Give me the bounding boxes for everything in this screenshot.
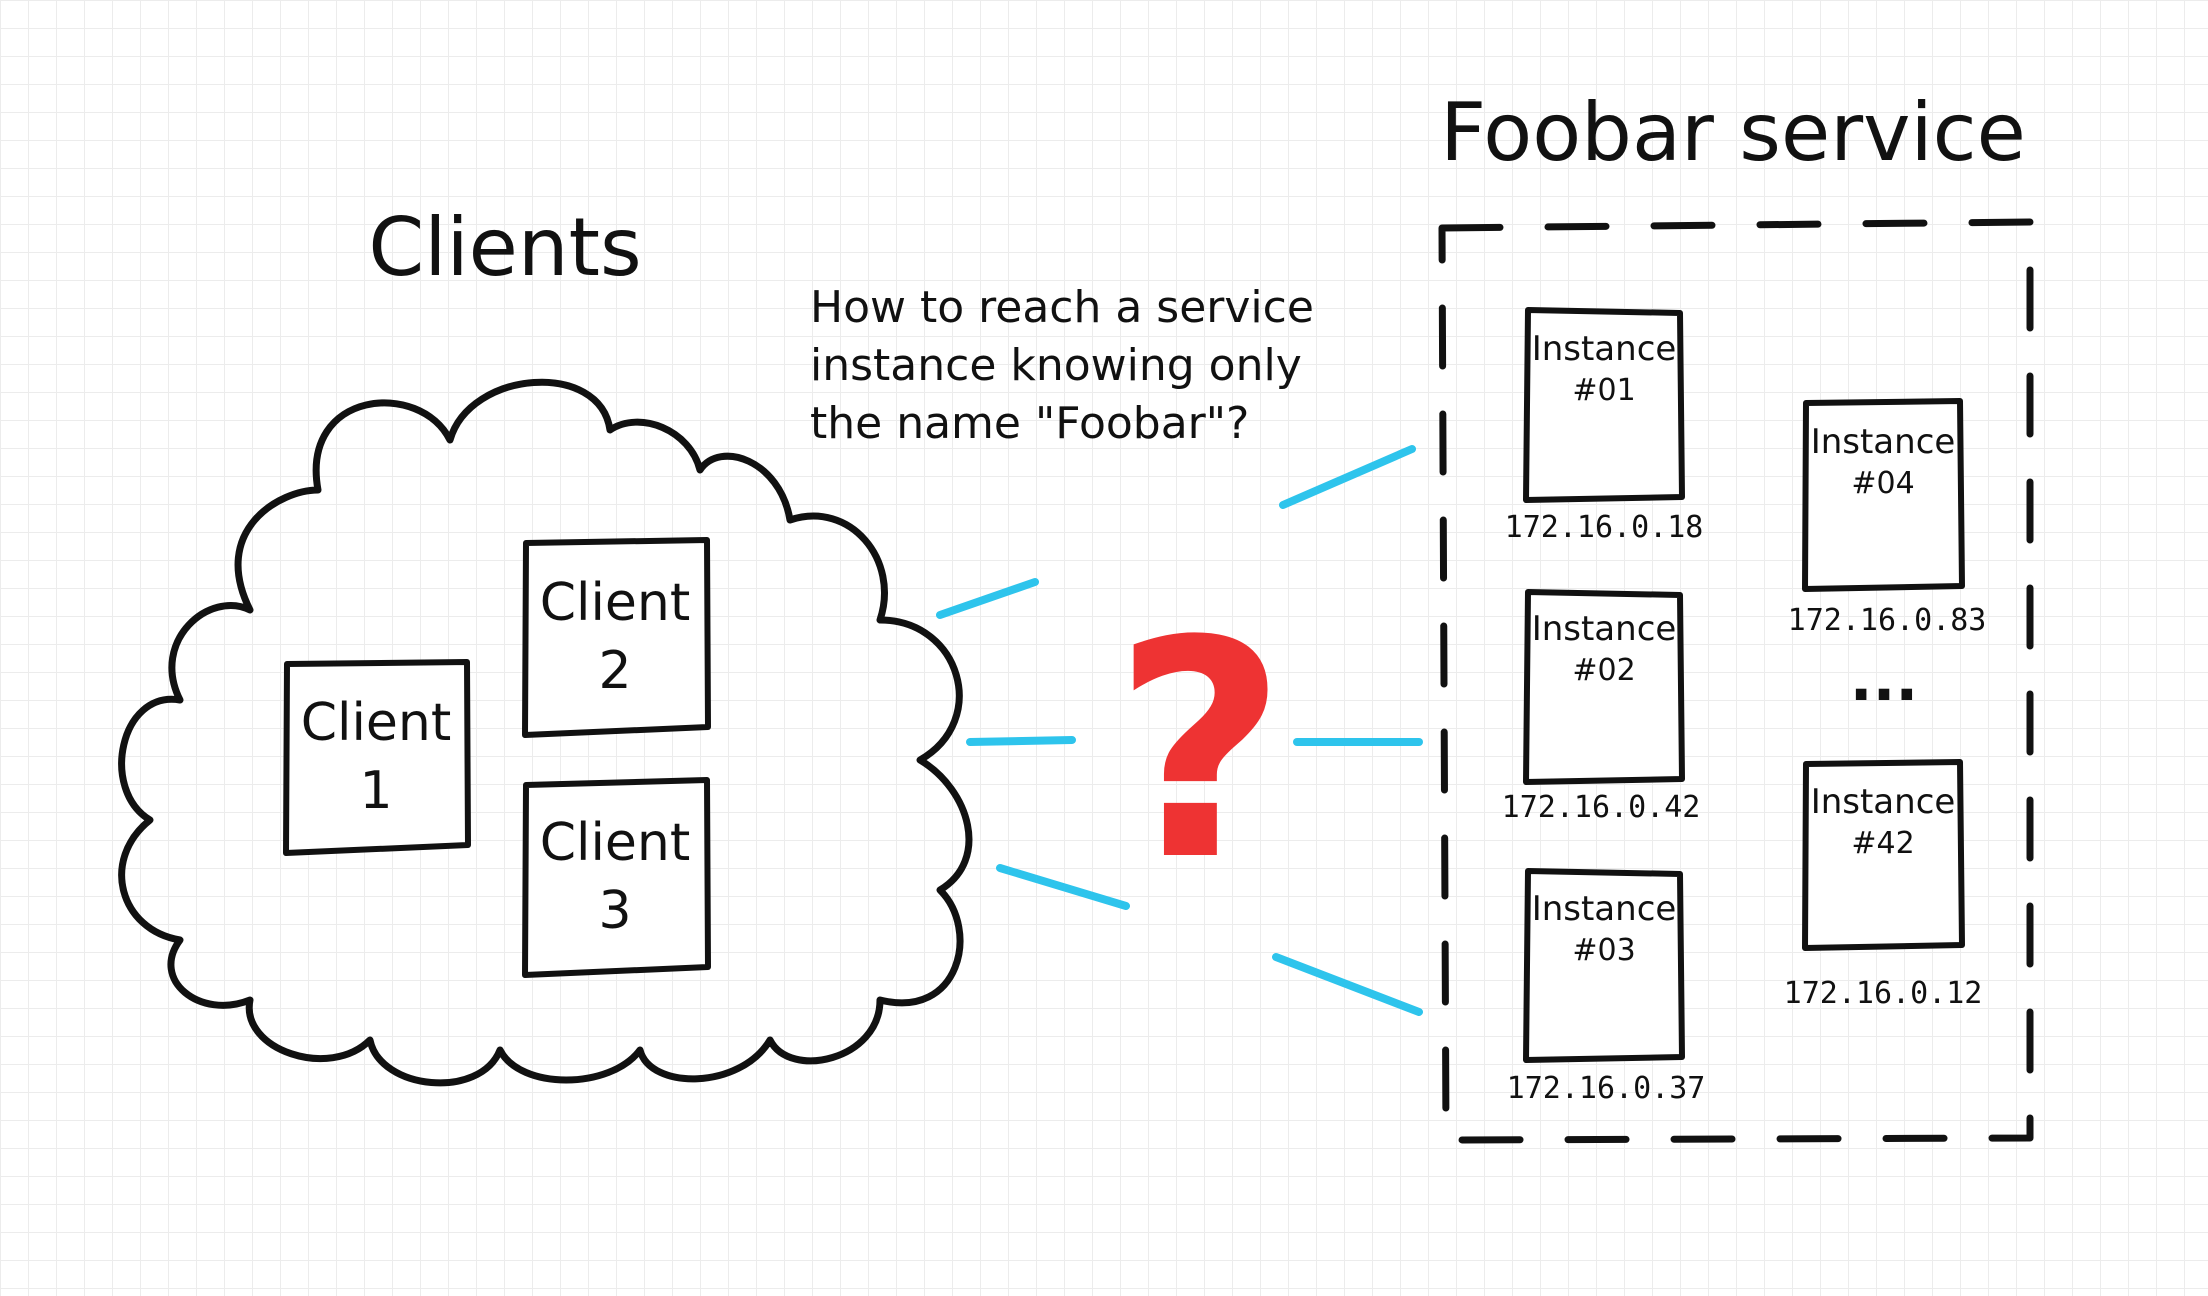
question-line-3: the name "Foobar"? — [810, 398, 1249, 449]
client-1-number: 1 — [359, 761, 392, 821]
client-2-label: Client — [540, 573, 691, 633]
connector-lines — [936, 445, 1423, 1016]
instance-42-box: Instance #42 172.16.0.12 — [1784, 759, 1983, 1011]
instance-04-label: Instance — [1811, 422, 1956, 462]
more-instances-ellipsis: ... — [1850, 645, 1918, 715]
service-boundary — [1438, 218, 2034, 1144]
instance-42-label: Instance — [1811, 782, 1956, 822]
instance-04-box: Instance #04 172.16.0.83 — [1788, 398, 1987, 638]
instance-02-label: Instance — [1532, 609, 1677, 649]
question-line-2: instance knowing only — [810, 340, 1302, 391]
clients-cloud — [118, 378, 973, 1087]
instance-42-ip: 172.16.0.12 — [1784, 976, 1983, 1011]
instance-01-number: #01 — [1572, 373, 1635, 408]
service-title: Foobar service — [1440, 86, 2026, 179]
instance-03-label: Instance — [1532, 889, 1677, 929]
instance-02-ip: 172.16.0.42 — [1502, 790, 1701, 825]
client-3-number: 3 — [598, 881, 631, 941]
client-2-box: Client 2 — [522, 537, 711, 738]
connector-client-mid — [966, 736, 1076, 746]
connector-instance-01 — [1279, 445, 1416, 509]
instance-02-box: Instance #02 172.16.0.42 — [1502, 589, 1701, 825]
instance-02-number: #02 — [1572, 653, 1635, 688]
clients-title: Clients — [368, 201, 641, 294]
connector-client-bottom — [996, 864, 1130, 910]
instance-42-number: #42 — [1851, 826, 1914, 861]
connector-client-top — [936, 578, 1039, 619]
instance-03-number: #03 — [1572, 933, 1635, 968]
instance-03-ip: 172.16.0.37 — [1507, 1071, 1706, 1106]
client-1-label: Client — [301, 693, 452, 753]
connector-instance-03 — [1272, 953, 1423, 1016]
instance-04-number: #04 — [1851, 466, 1914, 501]
client-2-number: 2 — [598, 641, 631, 701]
instance-01-box: Instance #01 172.16.0.18 — [1505, 307, 1704, 545]
instance-01-label: Instance — [1532, 329, 1677, 369]
client-3-label: Client — [540, 813, 691, 873]
instance-03-box: Instance #03 172.16.0.37 — [1507, 868, 1706, 1106]
instance-04-ip: 172.16.0.83 — [1788, 603, 1987, 638]
client-1-box: Client 1 — [283, 659, 471, 856]
question-mark: ? — [1113, 577, 1287, 926]
question-line-1: How to reach a service — [810, 282, 1314, 333]
instance-01-ip: 172.16.0.18 — [1505, 510, 1704, 545]
client-3-box: Client 3 — [522, 777, 711, 978]
